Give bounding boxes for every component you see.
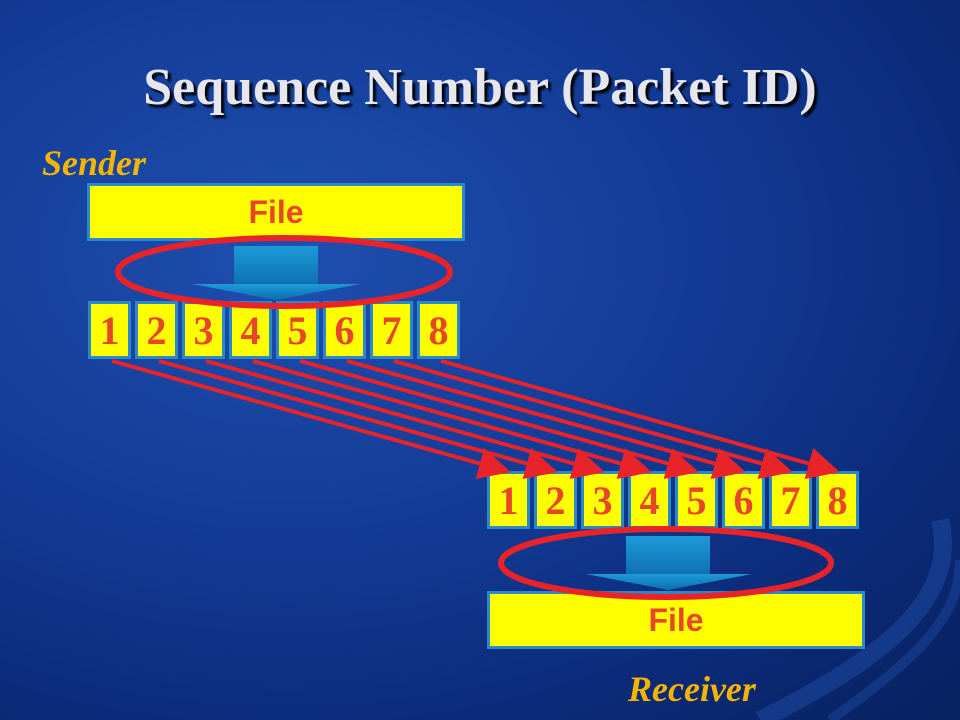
sender-packet-row: 1 2 3 4 5 6 7 8 — [88, 301, 464, 359]
sender-file-box: File — [87, 183, 465, 241]
sender-packet-2: 2 — [135, 301, 178, 359]
arrow-packet-5 — [299, 359, 699, 479]
arrow-packet-4 — [252, 359, 652, 479]
arrow-packet-1 — [111, 359, 511, 479]
arrow-packet-3 — [205, 359, 605, 479]
down-arrow-icon-top — [192, 246, 360, 300]
arrow-packet-6 — [346, 359, 746, 479]
receiver-packet-6: 6 — [722, 471, 765, 529]
sender-packet-1: 1 — [88, 301, 131, 359]
arrow-packet-7 — [393, 359, 793, 479]
sender-packet-8: 8 — [417, 301, 460, 359]
arrow-packet-8 — [440, 359, 840, 479]
arrow-packet-2 — [158, 359, 558, 479]
sender-packet-5: 5 — [276, 301, 319, 359]
receiver-packet-1: 1 — [487, 471, 530, 529]
page-title: Sequence Number (Packet ID) — [143, 59, 817, 116]
sender-packet-7: 7 — [370, 301, 413, 359]
receiver-packet-7: 7 — [769, 471, 812, 529]
receiver-packet-4: 4 — [628, 471, 671, 529]
sender-label: Sender — [42, 143, 147, 183]
ellipse-highlight-top — [115, 235, 453, 309]
receiver-file-box: File — [487, 591, 865, 649]
receiver-packet-row: 1 2 3 4 5 6 7 8 — [487, 471, 863, 529]
sender-packet-6: 6 — [323, 301, 366, 359]
down-arrow-icon-bottom — [586, 536, 752, 590]
ellipse-highlight-bottom — [498, 526, 834, 600]
receiver-label: Receiver — [628, 669, 756, 709]
receiver-packet-3: 3 — [581, 471, 624, 529]
transfer-arrows — [111, 359, 840, 479]
